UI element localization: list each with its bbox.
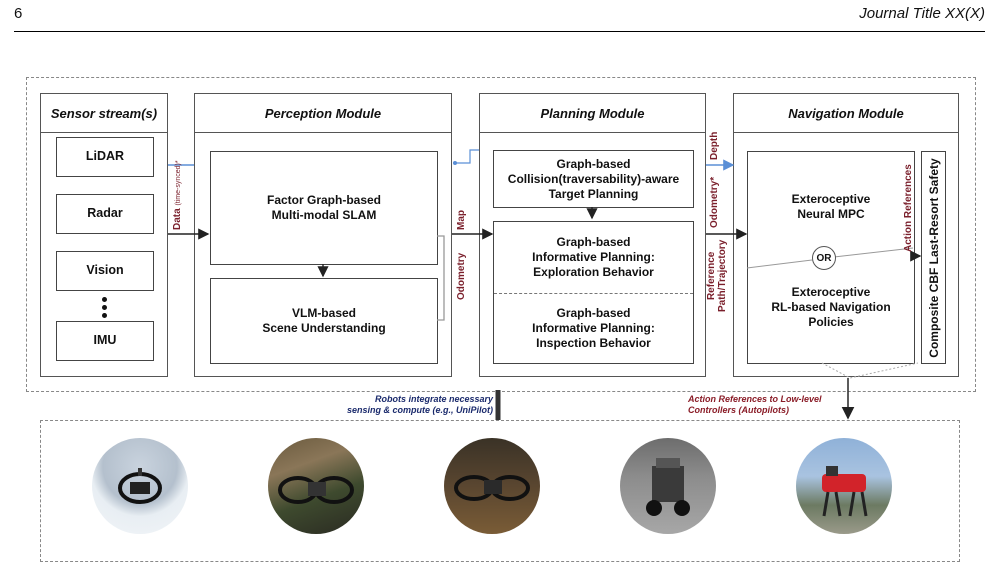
map-label: Map: [456, 210, 467, 230]
robots-boundary: [40, 420, 960, 562]
depth-line: [455, 149, 479, 164]
planning-panel: Planning Module Graph-based Collision(tr…: [479, 93, 706, 377]
sensor-stream-title: Sensor stream(s): [41, 94, 167, 133]
robot-photo-forest-drone: [268, 438, 364, 534]
behavior-divider: [494, 293, 693, 294]
robot-photo-cave-drone: [444, 438, 540, 534]
system-boundary: [26, 77, 976, 392]
rl-policies-box: Exteroceptive RL-based Navigation Polici…: [771, 284, 891, 329]
radar-box: Radar: [56, 194, 154, 234]
vision-box: Vision: [56, 251, 154, 291]
navigation-panel: Navigation Module Exteroceptive Neural M…: [733, 93, 959, 377]
action-references-label: Action References: [903, 164, 914, 252]
planning-title: Planning Module: [480, 94, 705, 133]
target-planning-box: Graph-based Collision(traversability)-aw…: [493, 150, 694, 208]
reference-label: Reference Path/Trajectory: [706, 239, 728, 312]
robot-photo-ground-robot: [620, 438, 716, 534]
vlm-box: VLM-based Scene Understanding: [210, 278, 438, 364]
ellipsis-dots: [102, 297, 108, 318]
page-number: 6: [14, 5, 23, 22]
behavior-box: [493, 221, 694, 364]
perception-panel: Perception Module Factor Graph-based Mul…: [194, 93, 452, 377]
navigation-title: Navigation Module: [734, 94, 958, 133]
odometry-label: Odometry: [456, 252, 467, 300]
vlm-feedback-line: [437, 235, 445, 321]
slam-box: Factor Graph-based Multi-modal SLAM: [210, 151, 438, 265]
or-badge: OR: [812, 246, 836, 270]
data-label: Data (time-synced)*: [172, 160, 183, 230]
neural-mpc-box: Exteroceptive Neural MPC: [791, 191, 871, 221]
robots-note: Robots integrate necessary sensing & com…: [346, 394, 493, 415]
depth-label: Depth: [709, 131, 720, 160]
inspection-box: Graph-based Informative Planning: Inspec…: [532, 306, 655, 350]
journal-title: Journal Title XX(X): [859, 5, 985, 22]
imu-box: IMU: [56, 321, 154, 361]
odometry-star-label: Odometry*: [709, 176, 720, 228]
lidar-box: LiDAR: [56, 137, 154, 177]
robot-photo-snow-drone: [92, 438, 188, 534]
exploration-box: Graph-based Informative Planning: Explor…: [532, 234, 655, 279]
controllers-note: Action References to Low-level Controlle…: [688, 394, 822, 415]
cbf-safety-box: Composite CBF Last-Resort Safety: [921, 151, 946, 364]
robot-photo-legged-robot: [796, 438, 892, 534]
sensor-stream-panel: Sensor stream(s) LiDAR Radar Vision IMU: [40, 93, 168, 377]
header-rule: [14, 31, 985, 32]
perception-title: Perception Module: [195, 94, 451, 133]
or-divider-line: [746, 259, 813, 269]
